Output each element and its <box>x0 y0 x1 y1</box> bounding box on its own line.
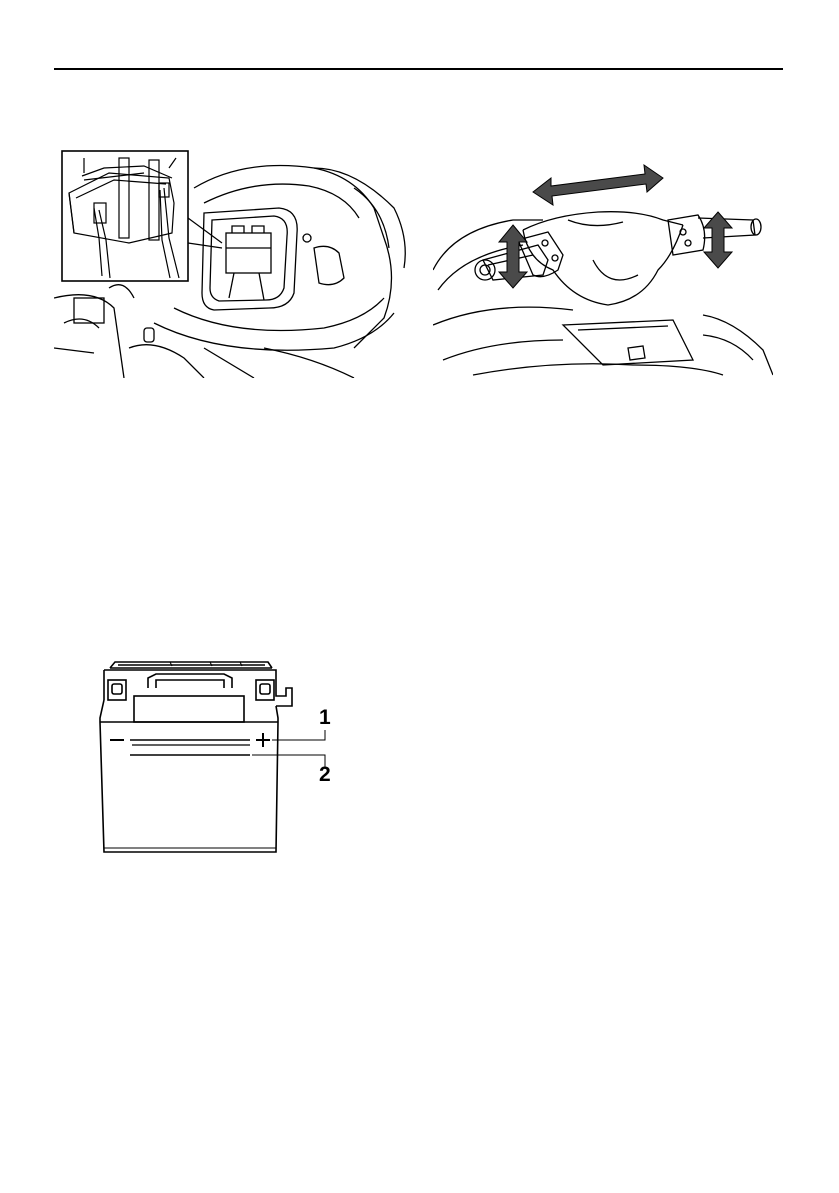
callout-2: 2 <box>319 764 331 785</box>
callout-1: 1 <box>319 707 331 728</box>
battery-compartment-illustration <box>54 148 409 378</box>
handlebar-adjust-illustration <box>433 160 773 378</box>
header-rule <box>54 68 783 70</box>
battery-level-illustration <box>90 658 360 863</box>
